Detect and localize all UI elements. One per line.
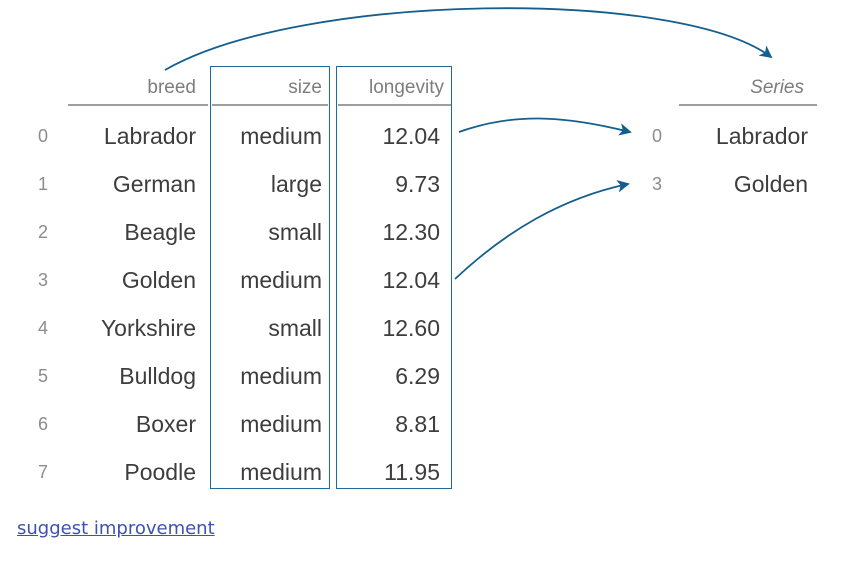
cell-longevity: 12.04 <box>382 266 440 293</box>
cell-longevity: 12.60 <box>382 314 440 341</box>
cell-breed: Yorkshire <box>100 314 196 341</box>
row-index: 7 <box>37 461 48 482</box>
cell-size: medium <box>240 362 322 389</box>
cell-size: medium <box>240 458 322 485</box>
series-index: 3 <box>651 173 662 194</box>
arrow-dataframe-to-series <box>164 7 773 71</box>
column-header-longevity: longevity <box>369 77 444 98</box>
header-rule-breed <box>68 104 208 106</box>
series-title: Series <box>750 77 804 98</box>
series-header-rule <box>679 104 817 106</box>
cell-size: medium <box>240 122 322 149</box>
cell-breed: Bulldog <box>119 362 196 389</box>
row-index: 0 <box>37 125 48 146</box>
row-index: 4 <box>37 317 48 338</box>
cell-size: medium <box>240 266 322 293</box>
series-value: Golden <box>733 170 808 197</box>
cell-breed: Boxer <box>135 410 196 437</box>
cell-size: small <box>268 314 322 341</box>
cell-breed: Labrador <box>103 122 196 149</box>
row-index: 2 <box>37 221 48 242</box>
cell-longevity: 8.81 <box>395 410 440 437</box>
cell-longevity: 11.95 <box>384 458 440 485</box>
series-index: 0 <box>651 125 662 146</box>
cell-longevity: 12.04 <box>382 122 440 149</box>
cell-breed: Golden <box>121 266 196 293</box>
row-index: 3 <box>37 269 48 290</box>
cell-size: medium <box>240 410 322 437</box>
header-rule-size <box>212 104 328 106</box>
cell-breed: German <box>112 170 196 197</box>
cell-breed: Poodle <box>124 458 196 485</box>
cell-size: large <box>270 170 322 197</box>
row-index: 5 <box>37 365 48 386</box>
cell-breed: Beagle <box>124 218 196 245</box>
cell-size: small <box>268 218 322 245</box>
row-index: 6 <box>37 413 48 434</box>
header-rule-longevity <box>338 104 451 106</box>
cell-longevity: 6.29 <box>395 362 440 389</box>
row-index: 1 <box>37 173 48 194</box>
cell-longevity: 9.73 <box>395 170 440 197</box>
column-header-size: size <box>288 77 322 98</box>
column-header-breed: breed <box>147 77 196 98</box>
series-value: Labrador <box>715 122 808 149</box>
cell-longevity: 12.30 <box>382 218 440 245</box>
suggest-improvement-link[interactable]: suggest improvement <box>17 518 215 539</box>
